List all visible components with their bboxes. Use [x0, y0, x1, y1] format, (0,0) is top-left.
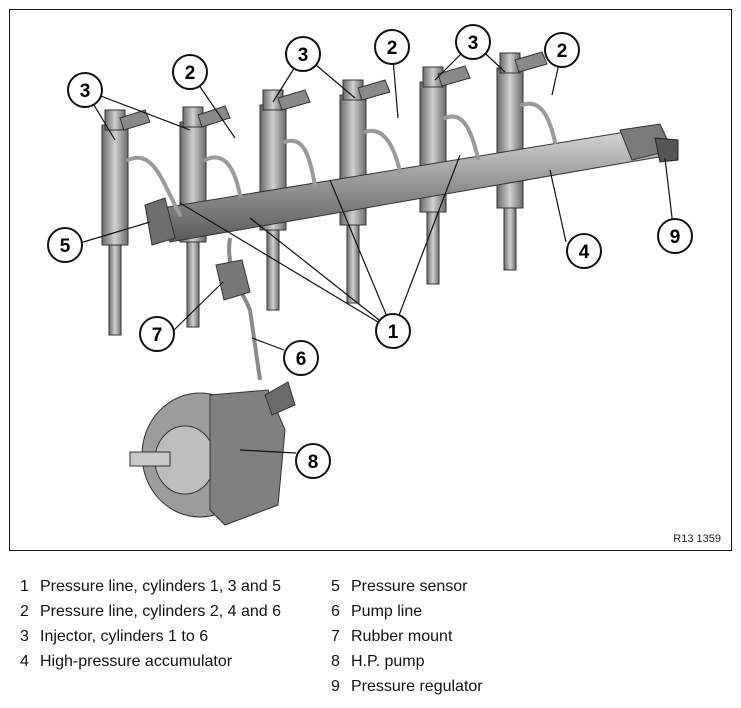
callout-7: 7	[139, 316, 175, 352]
legend-text: Pump line	[351, 603, 423, 620]
legend-number: 7	[331, 628, 340, 645]
legend-number: 5	[331, 578, 340, 595]
callouts: 3 2 3 2 3 2 5 4 9 1 7 6 8	[47, 24, 693, 479]
callout-number: 3	[298, 45, 309, 66]
callout-3: 3	[285, 36, 321, 72]
legend-text: Injector, cylinders 1 to 6	[40, 628, 209, 645]
callout-number: 2	[185, 63, 196, 84]
callout-1: 1	[375, 313, 411, 349]
pressure-lines	[126, 101, 557, 217]
legend-item-6: 6 Pump line	[331, 603, 422, 621]
callout-circle	[283, 340, 319, 376]
callout-circle	[139, 316, 175, 352]
legend-number: 6	[331, 603, 340, 620]
legend-text: Pressure line, cylinders 2, 4 and 6	[40, 603, 282, 620]
callout-number: 1	[388, 322, 399, 343]
legend-item-9: 9 Pressure regulator	[331, 678, 483, 696]
callout-circle	[566, 233, 602, 269]
callout-circle	[285, 36, 321, 72]
legend-number: 3	[20, 628, 29, 645]
injector-connectors	[119, 51, 548, 131]
legend-item-4: 4 High-pressure accumulator	[20, 653, 232, 671]
rubber-mount	[215, 259, 251, 301]
callout-number: 3	[80, 81, 91, 102]
callout-circle	[67, 72, 103, 108]
callout-4: 4	[566, 233, 602, 269]
pressure-regulator	[654, 137, 679, 163]
callout-number: 4	[579, 242, 590, 263]
hp-pump	[129, 381, 296, 526]
diagram-figure: 3 2 3 2 3 2 5 4 9 1 7 6 8 R13 1359	[9, 9, 732, 551]
legend-text: High-pressure accumulator	[40, 653, 233, 670]
legend-text: Pressure line, cylinders 1, 3 and 5	[40, 578, 282, 595]
callout-3: 3	[67, 72, 103, 108]
callout-number: 9	[670, 227, 681, 248]
callout-number: 5	[60, 236, 71, 257]
callout-circle	[172, 54, 208, 90]
injector-1	[101, 109, 129, 336]
legend-text: Rubber mount	[351, 628, 453, 645]
callout-9: 9	[657, 218, 693, 254]
callout-number: 3	[468, 33, 479, 54]
legend-number: 1	[20, 578, 29, 595]
legend-item-3: 3 Injector, cylinders 1 to 6	[20, 628, 208, 646]
legend-number: 2	[20, 603, 29, 620]
legend-item-2: 2 Pressure line, cylinders 2, 4 and 6	[20, 603, 281, 621]
legend-number: 9	[331, 678, 340, 695]
legend-item-5: 5 Pressure sensor	[331, 578, 468, 596]
injector-6	[496, 52, 524, 271]
callout-2: 2	[172, 54, 208, 90]
callout-circle	[47, 227, 83, 263]
legend-number: 4	[20, 653, 29, 670]
legend-text: H.P. pump	[351, 653, 425, 670]
legend-item-1: 1 Pressure line, cylinders 1, 3 and 5	[20, 578, 281, 596]
callout-circle	[544, 32, 580, 68]
pressure-sensor	[144, 197, 176, 246]
callout-2: 2	[544, 32, 580, 68]
callout-number: 2	[557, 41, 568, 62]
reference-code: R13 1359	[673, 533, 721, 545]
legend-number: 8	[331, 653, 340, 670]
fuel-system-illustration: 3 2 3 2 3 2 5 4 9 1 7 6 8	[47, 24, 693, 526]
callout-circle	[455, 24, 491, 60]
legend-text: Pressure regulator	[351, 678, 483, 695]
callout-2: 2	[374, 29, 410, 65]
callout-number: 6	[296, 349, 307, 370]
callout-number: 8	[308, 452, 319, 473]
callout-circle	[374, 29, 410, 65]
legend-item-8: 8 H.P. pump	[331, 653, 425, 671]
callout-circle	[375, 313, 411, 349]
legend-item-7: 7 Rubber mount	[331, 628, 452, 646]
high-pressure-accumulator	[144, 123, 679, 246]
legend-text: Pressure sensor	[351, 578, 468, 595]
callout-5: 5	[47, 227, 83, 263]
callout-circle	[657, 218, 693, 254]
pump-line	[227, 237, 262, 381]
callout-number: 2	[387, 38, 398, 59]
callout-3: 3	[455, 24, 491, 60]
callout-6: 6	[283, 340, 319, 376]
callout-8: 8	[295, 443, 331, 479]
callout-circle	[295, 443, 331, 479]
leader-lines	[79, 41, 674, 454]
callout-number: 7	[152, 325, 163, 346]
